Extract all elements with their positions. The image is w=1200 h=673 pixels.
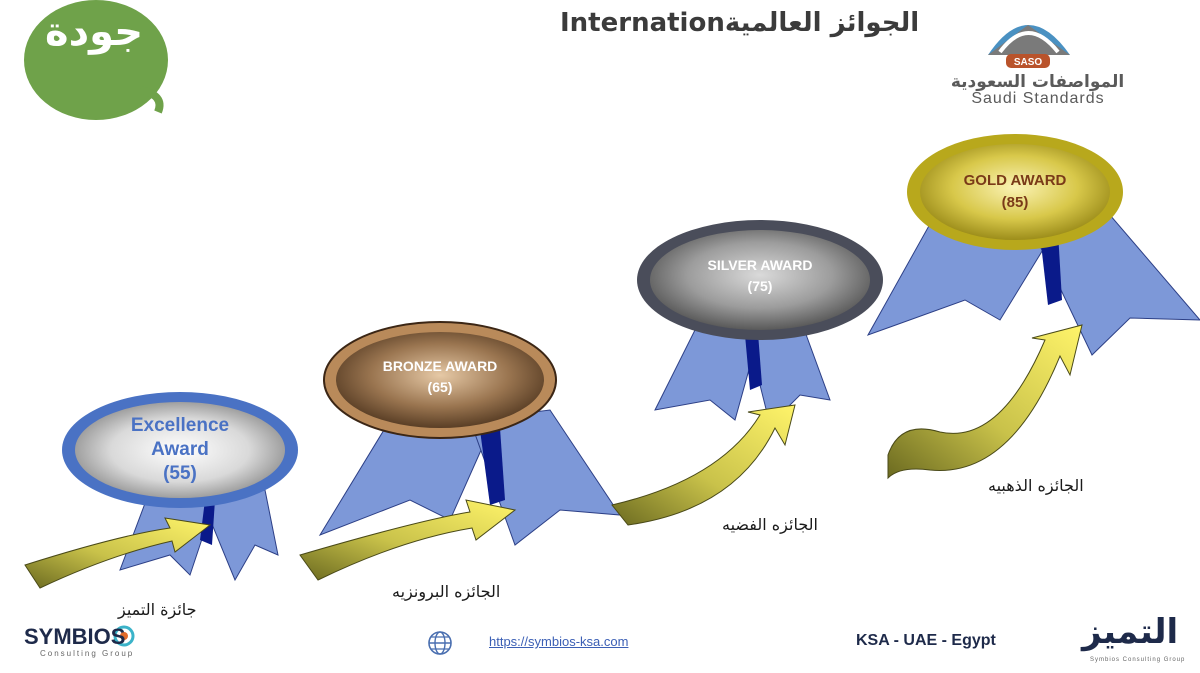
bronze-award-line1: BRONZE AWARD bbox=[360, 358, 520, 376]
saso-badge-text: SASO bbox=[1014, 57, 1043, 68]
saso-arabic-name: المواصفات السعودية bbox=[940, 72, 1135, 92]
gold-award-line1: GOLD AWARD bbox=[935, 172, 1095, 191]
slide-title: Internationالجوائز العالمية bbox=[560, 8, 940, 48]
excellence-award-line1: Excellence bbox=[100, 414, 260, 438]
regions-text: KSA - UAE - Egypt bbox=[856, 632, 996, 650]
symbios-logo-subtitle: Consulting Group bbox=[40, 649, 134, 658]
bronze-award-score: (65) bbox=[360, 379, 520, 397]
silver-award-score: (75) bbox=[680, 278, 840, 296]
silver-award-caption: الجائزه الفضيه bbox=[722, 515, 818, 534]
gold-award-score: (85) bbox=[935, 194, 1095, 213]
gold-award-label: GOLD AWARD (85) bbox=[935, 172, 1095, 213]
globe-icon bbox=[429, 632, 451, 654]
excellence-award-score: (55) bbox=[100, 462, 260, 486]
website-link[interactable]: https://symbios-ksa.com bbox=[489, 634, 628, 649]
excellence-award-label: Excellence Award (55) bbox=[100, 414, 260, 485]
silver-award-line1: SILVER AWARD bbox=[680, 257, 840, 275]
jawda-logo-text: جودة bbox=[24, 12, 164, 52]
arrow-to-bronze bbox=[300, 500, 515, 580]
excellence-award-caption: جائزة التميز bbox=[118, 600, 197, 619]
symbios-logo-name: SYMBIOS bbox=[24, 624, 125, 650]
arrow-to-silver bbox=[612, 405, 795, 525]
saso-logo: SASO bbox=[988, 25, 1070, 68]
silver-award-label: SILVER AWARD (75) bbox=[680, 257, 840, 295]
saso-english-name: Saudi Standards bbox=[938, 90, 1138, 108]
gold-award-caption: الجائزه الذهبيه bbox=[988, 476, 1084, 495]
bronze-award-label: BRONZE AWARD (65) bbox=[360, 358, 520, 396]
tamayoz-logo-name: التميز bbox=[1082, 612, 1178, 652]
arrow-to-gold bbox=[888, 325, 1082, 478]
excellence-award-line2: Award bbox=[100, 438, 260, 462]
bronze-award-caption: الجائزه البرونزيه bbox=[392, 582, 500, 601]
tamayoz-logo-subtitle: Symbios Consulting Group bbox=[1090, 657, 1185, 663]
